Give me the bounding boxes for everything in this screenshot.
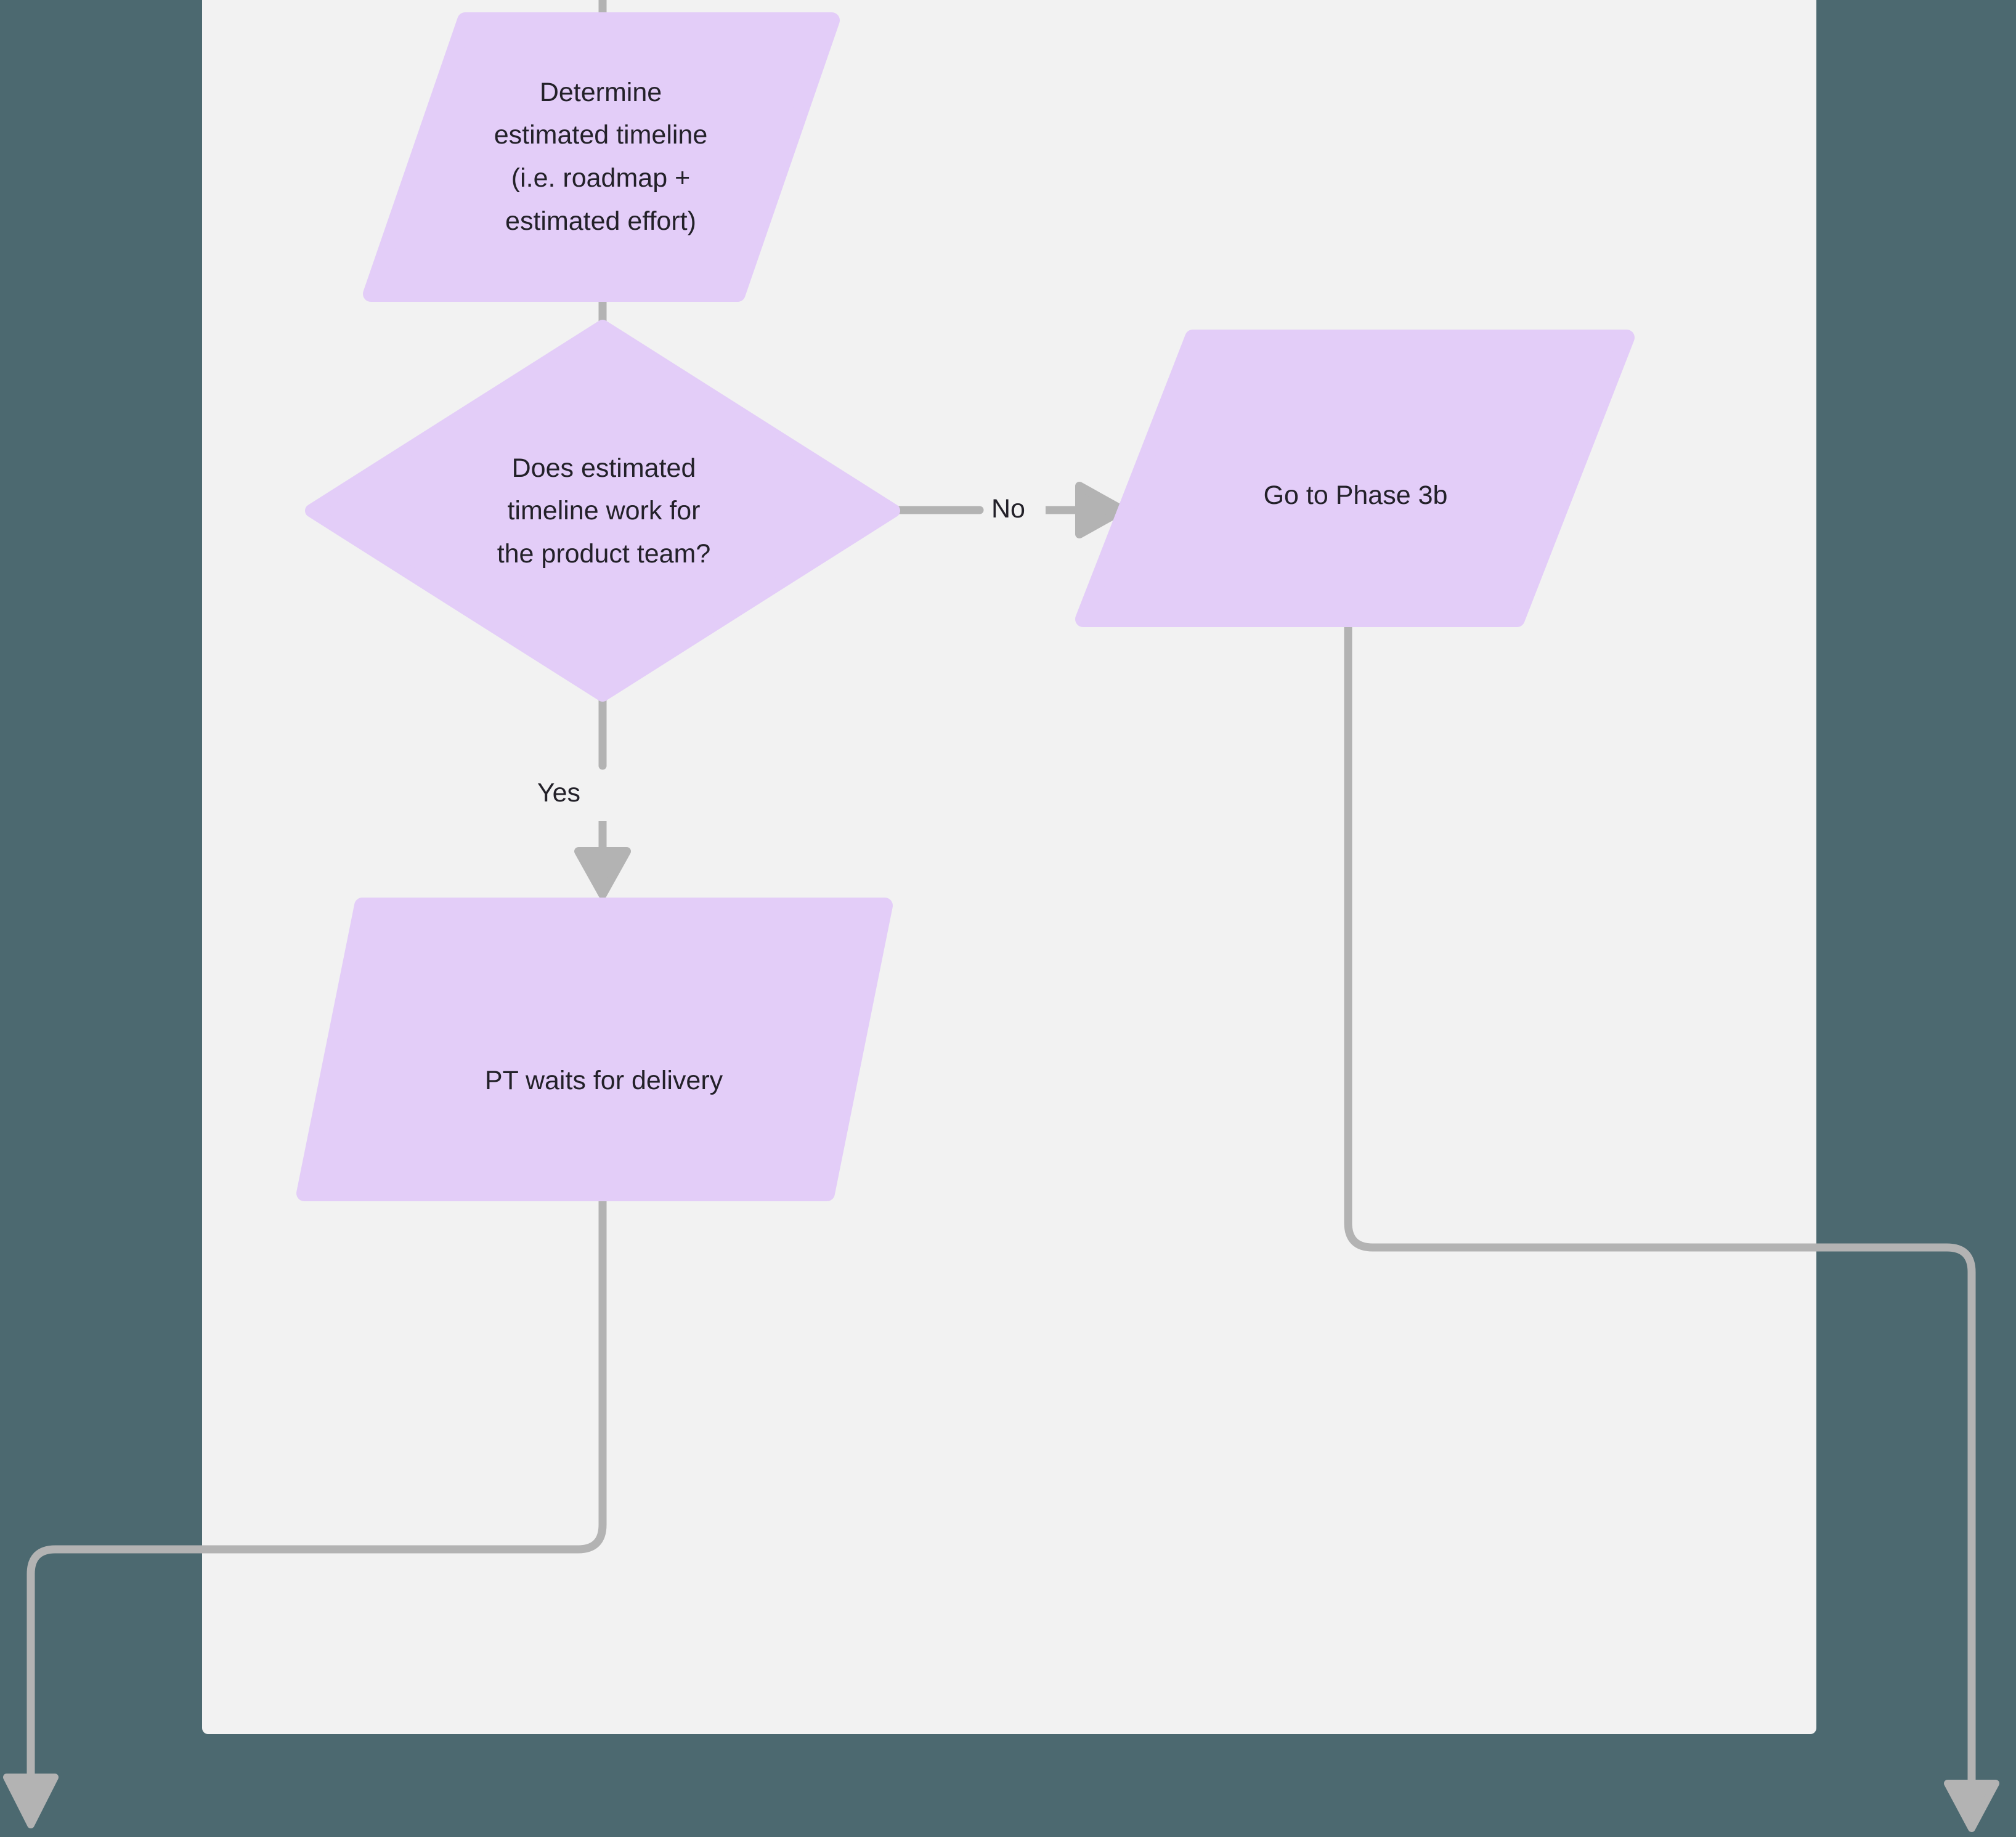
edge-label-yes: Yes	[537, 778, 580, 808]
edge-decision-yes-arrowhead	[574, 847, 631, 899]
connector-layer	[3, 0, 1999, 1832]
node-layer	[296, 12, 1635, 1201]
edge-phase3b-out	[1344, 615, 1976, 1791]
node-timeline-decision[interactable]	[305, 320, 900, 702]
node-pt-waits-for-delivery[interactable]	[296, 898, 893, 1201]
edge-ptwaits-out-arrowhead	[3, 1774, 59, 1828]
node-go-to-phase-3b[interactable]	[1075, 330, 1635, 627]
edge-phase3b-out-arrowhead	[1944, 1780, 1999, 1832]
edge-ptwaits-out	[26, 1188, 607, 1785]
edge-label-no: No	[991, 494, 1025, 524]
edge-decision-no-arrowhead	[1075, 482, 1127, 538]
node-determine-timeline[interactable]	[363, 12, 840, 302]
